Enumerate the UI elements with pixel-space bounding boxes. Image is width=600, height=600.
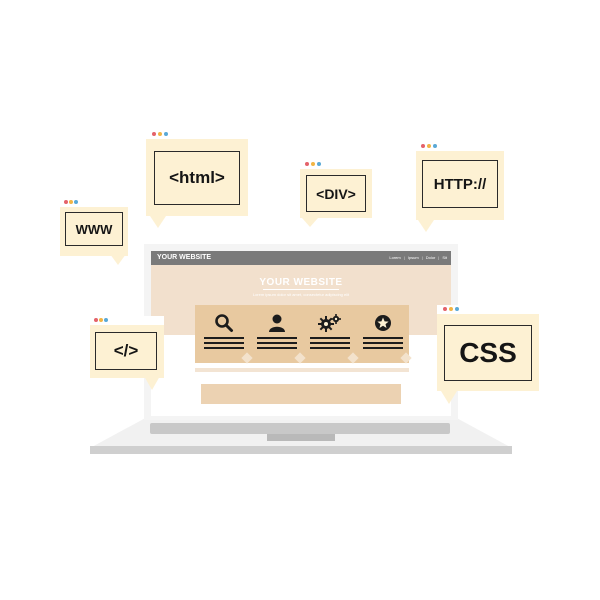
content-block bbox=[201, 384, 401, 404]
text-line bbox=[257, 342, 297, 344]
tag-window-html: <html> bbox=[146, 130, 248, 228]
tag-label-css: CSS bbox=[444, 325, 532, 381]
nav-link[interactable]: Lorem bbox=[389, 255, 401, 260]
red-dot-icon bbox=[443, 307, 447, 311]
bubble-tail bbox=[144, 376, 160, 390]
blue-dot-icon bbox=[433, 144, 437, 148]
tag-label-html: <html> bbox=[154, 151, 240, 205]
red-dot-icon bbox=[94, 318, 98, 322]
feature-card-user[interactable] bbox=[252, 309, 306, 364]
nav-separator: | bbox=[403, 255, 405, 260]
red-dot-icon bbox=[421, 144, 425, 148]
red-dot-icon bbox=[152, 132, 156, 136]
blue-dot-icon bbox=[164, 132, 168, 136]
section-divider bbox=[195, 368, 409, 372]
blue-dot-icon bbox=[74, 200, 78, 204]
tag-label-div: <DIV> bbox=[306, 175, 366, 212]
yellow-dot-icon bbox=[158, 132, 162, 136]
tag-window-www: WWW bbox=[60, 198, 128, 265]
yellow-dot-icon bbox=[99, 318, 103, 322]
text-line bbox=[204, 342, 244, 344]
blue-dot-icon bbox=[317, 162, 321, 166]
nav-link[interactable]: Dolor bbox=[425, 255, 436, 260]
user-icon bbox=[269, 314, 285, 332]
bubble-tail bbox=[418, 220, 434, 232]
red-dot-icon bbox=[64, 200, 68, 204]
text-line bbox=[204, 347, 244, 349]
window-titlebar bbox=[437, 305, 539, 314]
text-line bbox=[363, 347, 403, 349]
laptop-foot bbox=[90, 446, 512, 454]
window-titlebar bbox=[416, 142, 504, 151]
blue-dot-icon bbox=[455, 307, 459, 311]
bubble-tail bbox=[441, 391, 457, 404]
bubble-tail bbox=[110, 254, 126, 265]
window-titlebar bbox=[300, 160, 372, 169]
blue-dot-icon bbox=[104, 318, 108, 322]
nav-separator: | bbox=[421, 255, 423, 260]
red-dot-icon bbox=[305, 162, 309, 166]
tag-label-http: HTTP:// bbox=[422, 160, 498, 208]
bubble-tail bbox=[150, 216, 166, 228]
site-navbar: YOUR WEBSITE Lorem | Ipsum | Dolor | Sit bbox=[151, 251, 451, 265]
hero-underline bbox=[263, 289, 339, 290]
website-mock: YOUR WEBSITE Lorem | Ipsum | Dolor | Sit… bbox=[151, 251, 451, 416]
window-titlebar bbox=[60, 198, 128, 207]
text-line bbox=[310, 337, 350, 339]
search-icon bbox=[215, 314, 233, 332]
nav-links: Lorem | Ipsum | Dolor | Sit bbox=[389, 254, 447, 262]
nav-link[interactable]: Sit bbox=[442, 255, 447, 260]
tag-window-div: <DIV> bbox=[300, 160, 372, 227]
nav-link[interactable]: Ipsum bbox=[407, 255, 419, 260]
feature-card-gears[interactable] bbox=[305, 309, 359, 364]
feature-card-star[interactable] bbox=[358, 309, 412, 364]
text-line bbox=[257, 337, 297, 339]
keyboard-area bbox=[150, 423, 450, 434]
bubble-tail bbox=[302, 218, 318, 227]
tag-window-css: CSS bbox=[437, 305, 539, 404]
feature-cards bbox=[195, 305, 409, 363]
feature-card-search[interactable] bbox=[199, 309, 253, 364]
text-line bbox=[310, 342, 350, 344]
window-titlebar bbox=[90, 316, 164, 325]
nav-separator: | bbox=[438, 255, 440, 260]
tag-window-http: HTTP:// bbox=[416, 142, 504, 232]
yellow-dot-icon bbox=[69, 200, 73, 204]
text-line bbox=[257, 347, 297, 349]
tag-label-www: WWW bbox=[65, 212, 123, 246]
hero-subtitle: Lorem ipsum dolor sit amet, consectetur … bbox=[252, 292, 350, 297]
text-line bbox=[363, 337, 403, 339]
yellow-dot-icon bbox=[311, 162, 315, 166]
nav-brand[interactable]: YOUR WEBSITE bbox=[157, 254, 212, 261]
hero-title: YOUR WEBSITE bbox=[259, 277, 343, 288]
text-line bbox=[363, 342, 403, 344]
text-line bbox=[204, 337, 244, 339]
tag-window-code: </> bbox=[90, 316, 164, 390]
trackpad-notch bbox=[267, 434, 335, 441]
gears-icon bbox=[318, 314, 341, 332]
tag-label-code: </> bbox=[95, 332, 157, 370]
text-line bbox=[310, 347, 350, 349]
window-titlebar bbox=[146, 130, 248, 139]
star-icon bbox=[375, 315, 391, 331]
yellow-dot-icon bbox=[427, 144, 431, 148]
yellow-dot-icon bbox=[449, 307, 453, 311]
